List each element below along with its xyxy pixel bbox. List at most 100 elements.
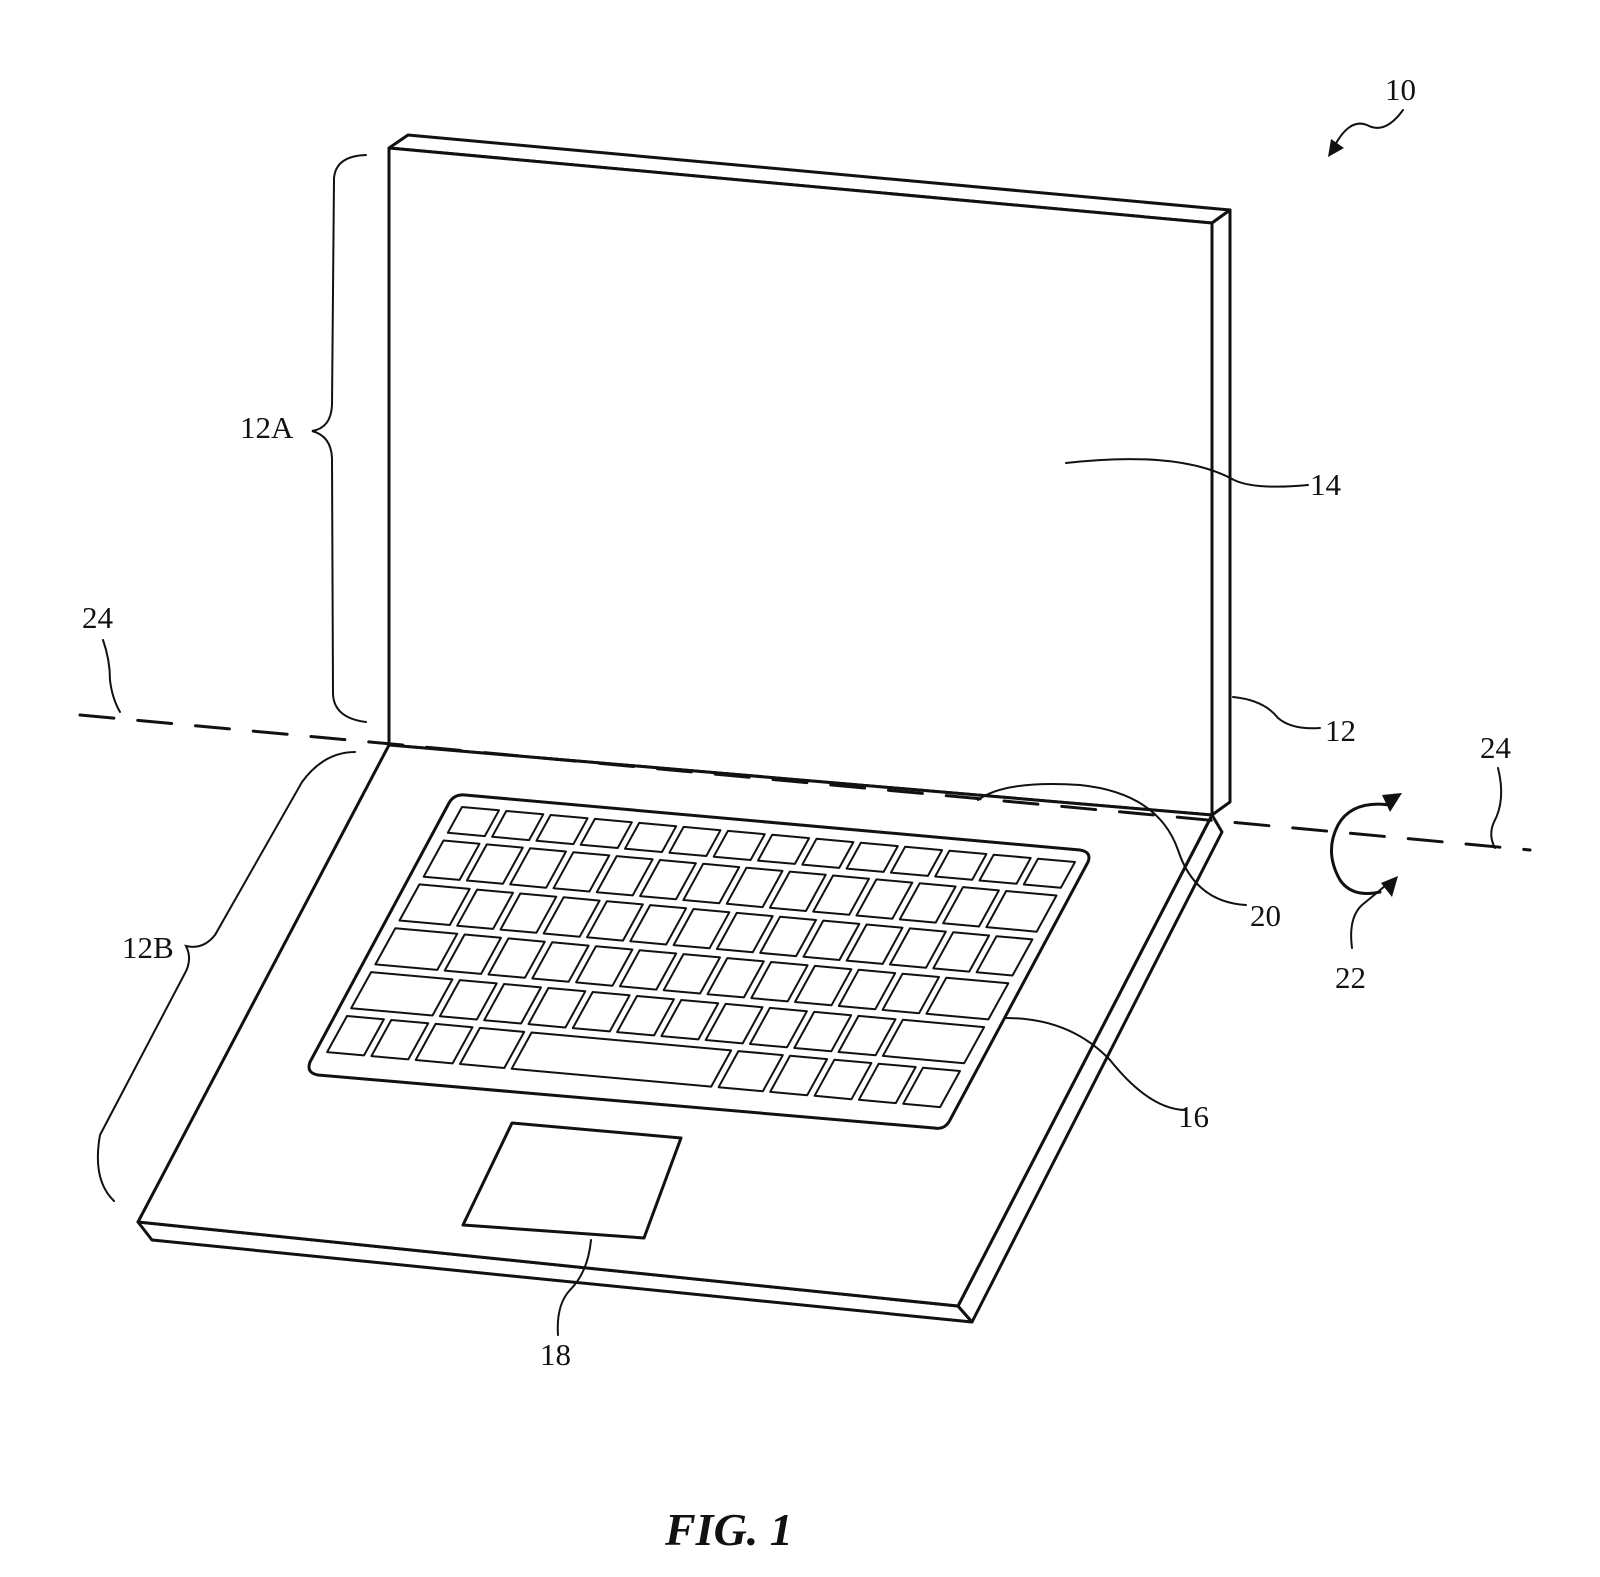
keyboard-key <box>586 900 644 942</box>
keyboard-key <box>769 1054 829 1097</box>
keyboard-key <box>845 841 899 873</box>
keyboard-key <box>978 853 1032 885</box>
keyboard-key <box>682 862 741 905</box>
keyboard-key <box>881 972 940 1015</box>
keyboard-key <box>712 829 766 861</box>
keyboard-key <box>902 1066 961 1109</box>
keyboard-key <box>595 855 654 897</box>
keyboard-key <box>934 849 988 881</box>
label-24-right: 24 <box>1480 730 1512 765</box>
keyboard-key <box>668 825 722 857</box>
rotation-arrow <box>1330 793 1402 897</box>
keyboard-key <box>845 923 904 965</box>
leader-22 <box>1350 884 1387 949</box>
keyboard-key <box>398 883 471 926</box>
keyboard-key <box>975 935 1034 977</box>
label-22: 22 <box>1335 960 1366 995</box>
leader-24-left <box>102 639 121 713</box>
keyboard-key <box>660 999 720 1041</box>
upper-housing <box>387 133 1232 817</box>
keyboard-key <box>370 1019 430 1061</box>
keyboard-key <box>749 1006 808 1049</box>
keyboard <box>307 793 1091 1130</box>
keyboard-key <box>706 957 765 999</box>
leader-10 <box>1334 109 1404 146</box>
keyboard-key <box>768 870 827 912</box>
keyboard-key <box>717 1050 784 1093</box>
keyboard-key <box>881 1018 986 1065</box>
keyboard-key <box>446 806 500 838</box>
keyboard-key <box>793 1010 853 1053</box>
leader-24-right <box>1490 767 1503 849</box>
bracket-12a <box>311 154 367 723</box>
keyboard-key <box>499 892 558 934</box>
keyboard-key <box>509 847 567 889</box>
keyboard-key <box>531 941 590 983</box>
keyboard-key <box>552 851 611 893</box>
keyboard-key <box>925 976 1010 1021</box>
keyboard-key <box>794 964 853 1007</box>
keyboard-key <box>985 890 1058 933</box>
display-panel <box>387 146 1214 817</box>
keyboard-key <box>487 937 546 979</box>
leader-18 <box>556 1239 592 1336</box>
keyboard-key <box>759 915 817 958</box>
trackpad <box>461 1121 683 1240</box>
label-12b: 12B <box>122 930 174 965</box>
keyboard-key <box>837 1014 897 1057</box>
label-24-left: 24 <box>82 600 114 635</box>
keyboard-key <box>618 949 678 991</box>
label-20: 20 <box>1250 898 1281 933</box>
leader-10-arrowhead <box>1328 139 1344 157</box>
keyboard-key <box>483 983 542 1025</box>
leader-14 <box>1065 458 1309 488</box>
keyboard-key <box>326 1015 385 1057</box>
keyboard-key <box>857 1062 917 1105</box>
keyboard-key <box>414 1022 474 1065</box>
keyboard-key <box>812 874 870 916</box>
keyboard-key <box>491 810 545 842</box>
keyboard-key <box>510 1031 733 1088</box>
keyboard-key <box>898 882 957 924</box>
keyboard-key <box>459 1026 526 1069</box>
keyboard-key <box>704 1002 764 1045</box>
label-16: 16 <box>1178 1099 1209 1134</box>
keyboard-key <box>639 859 697 901</box>
keyboard-key <box>1022 857 1076 889</box>
figure-caption: FIG. 1 <box>664 1504 793 1555</box>
keyboard-key <box>802 919 861 961</box>
keyboard-key <box>465 843 524 885</box>
leader-16 <box>1005 1017 1187 1111</box>
keyboard-key <box>801 837 855 869</box>
keyboard-key <box>672 908 731 950</box>
keyboard-key <box>575 945 634 987</box>
keyboard-key <box>750 961 809 1003</box>
keyboard-key <box>456 888 514 930</box>
label-12: 12 <box>1325 713 1356 748</box>
keyboard-key <box>725 866 784 909</box>
keyboard-key <box>813 1058 873 1101</box>
keyboard-key <box>438 979 498 1021</box>
bracket-12b <box>96 751 356 1202</box>
label-14: 14 <box>1310 467 1342 502</box>
keyboard-key <box>535 814 589 846</box>
keyboard-key <box>527 987 587 1029</box>
keyboard-key <box>889 845 944 877</box>
keyboard-key <box>629 904 688 946</box>
keyboard-key <box>350 971 454 1017</box>
label-10: 10 <box>1385 72 1416 107</box>
keyboard-key <box>616 995 675 1037</box>
rotation-axis <box>78 713 1532 852</box>
keyboard-key <box>624 821 678 853</box>
keyboard-key <box>571 991 631 1033</box>
leader-12 <box>1232 696 1321 730</box>
keyboard-key <box>579 817 633 849</box>
keyboard-key <box>837 968 897 1011</box>
keyboard-key <box>374 927 459 971</box>
keyboard-key <box>443 933 502 975</box>
keyboard-key <box>889 927 947 969</box>
keyboard-key <box>422 839 481 881</box>
keyboard-well <box>307 793 1091 1130</box>
label-18: 18 <box>540 1337 571 1372</box>
